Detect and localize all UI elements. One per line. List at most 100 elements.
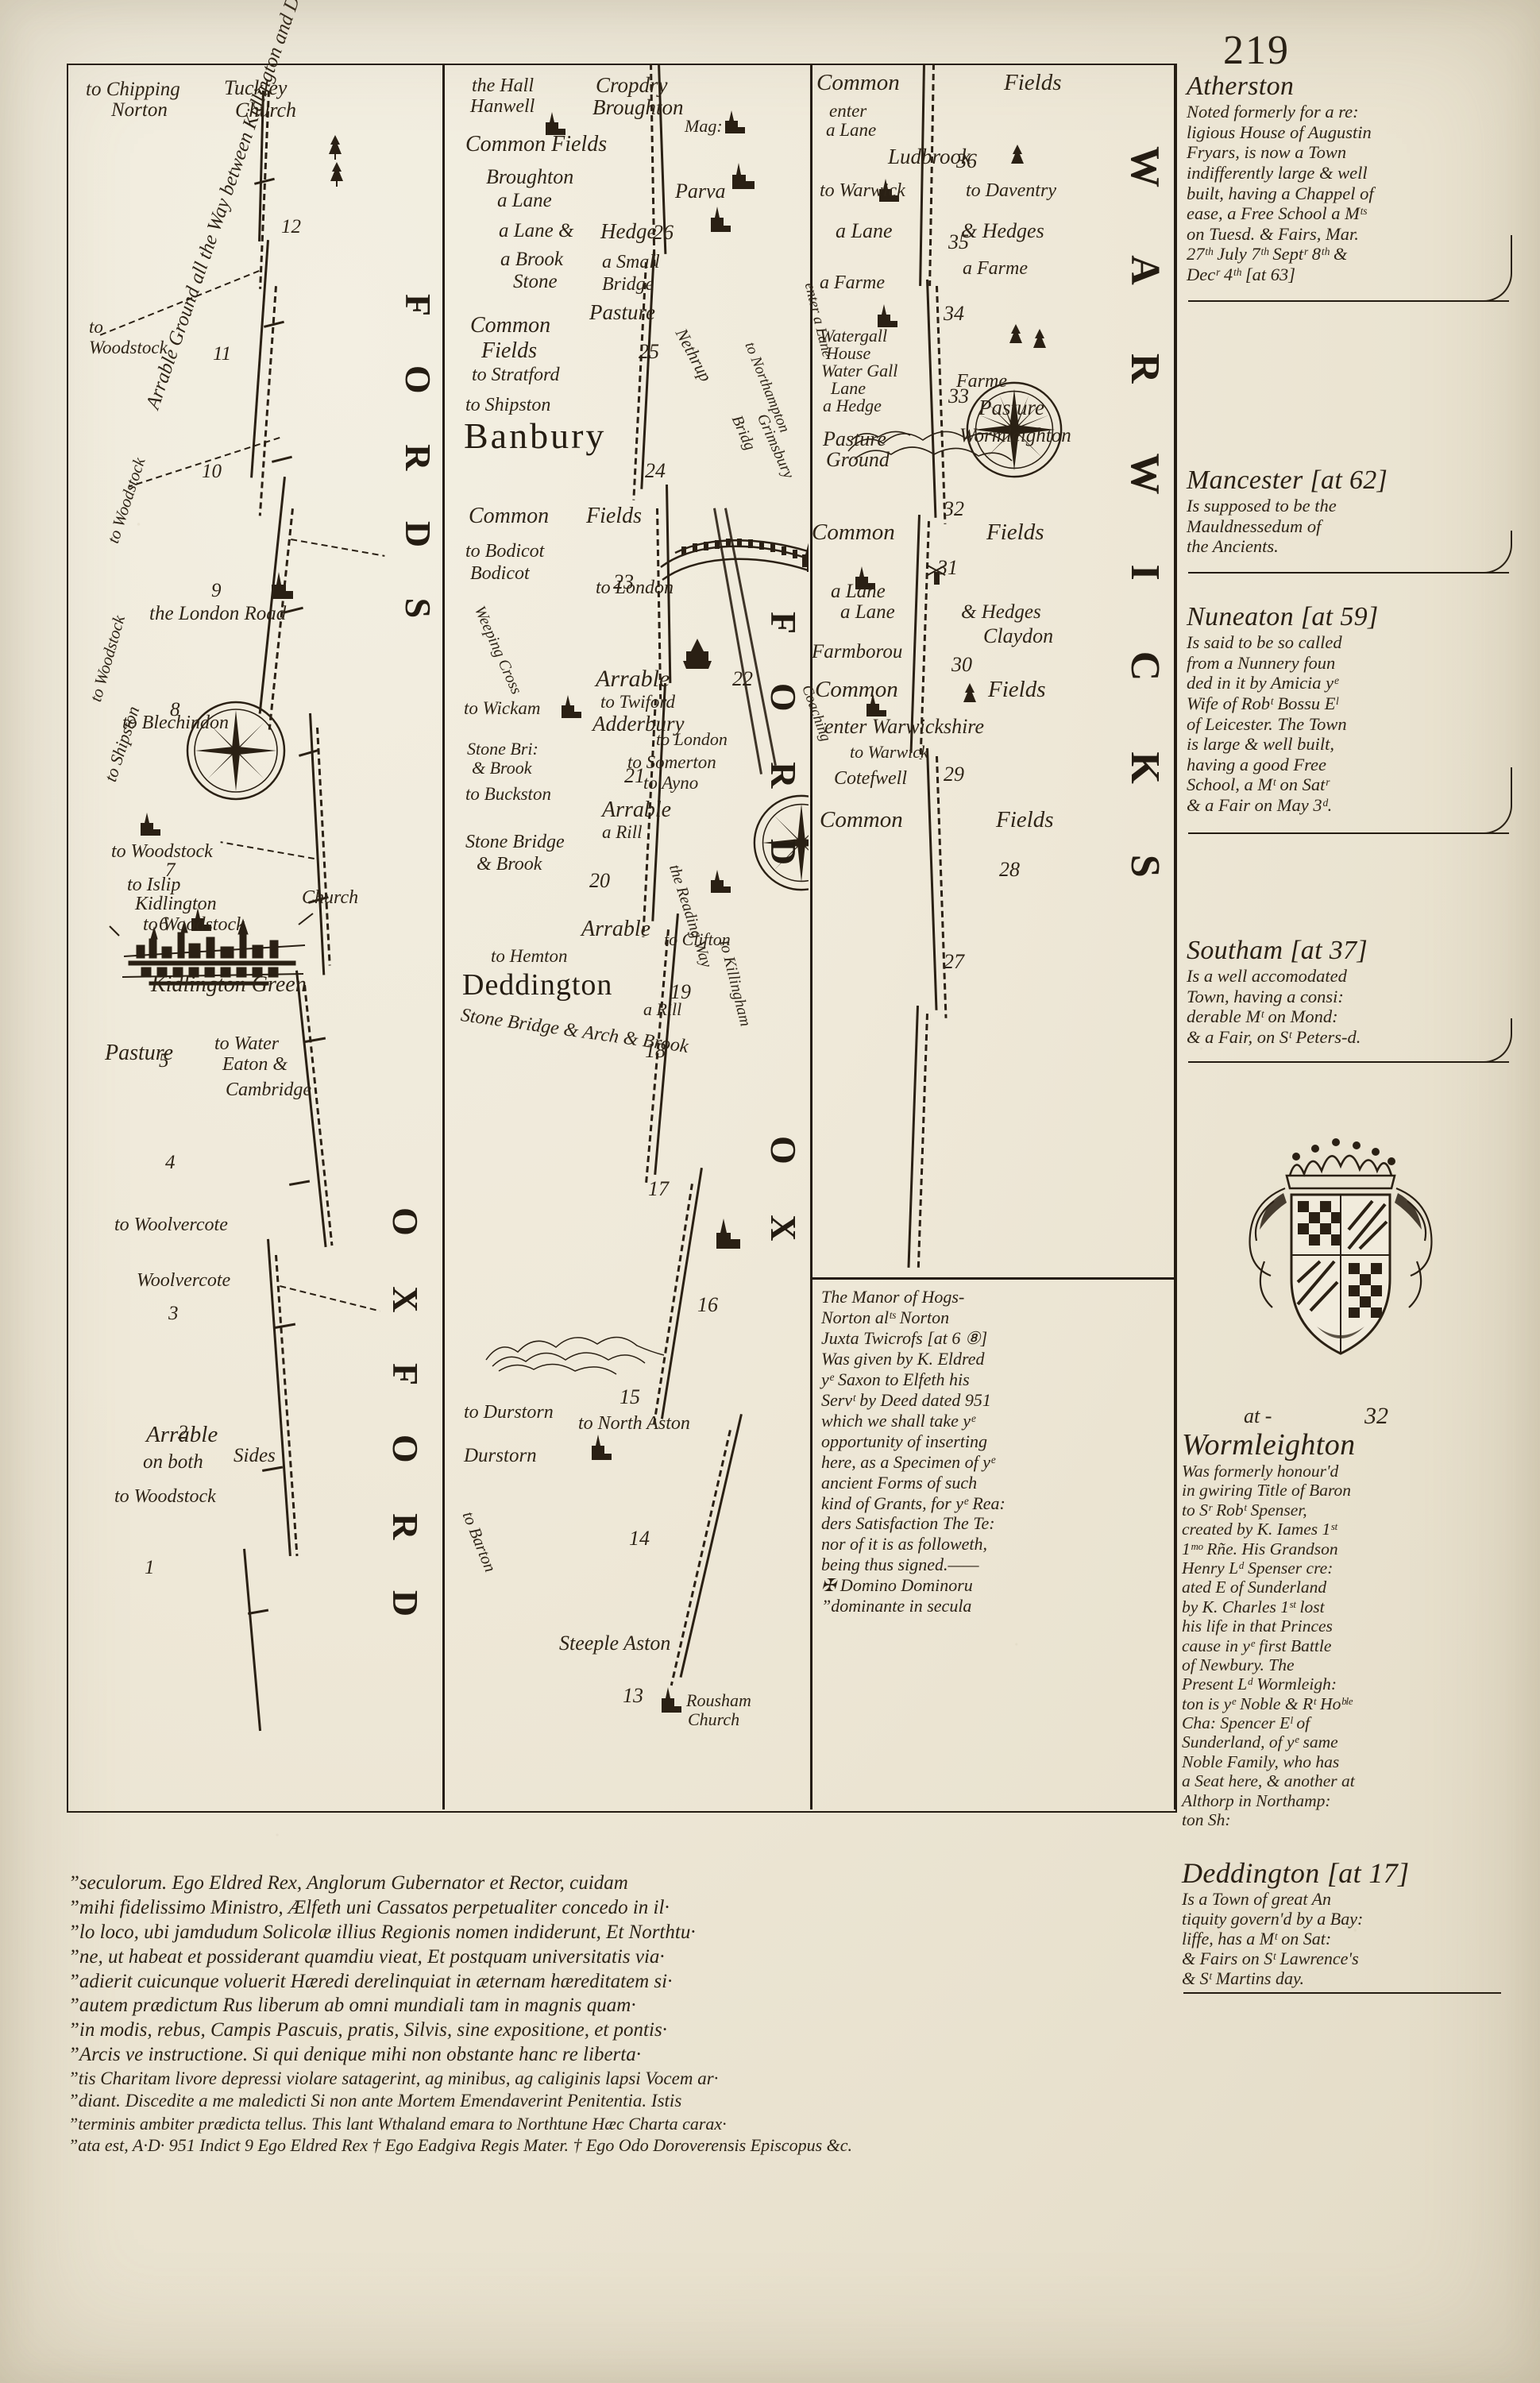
gaz-line: Sunderland, of yᵉ same — [1182, 1732, 1338, 1752]
church-icon-ludbrook — [875, 176, 902, 205]
church-icon-cotefwell — [863, 691, 890, 720]
label-watergall: Watergall — [820, 326, 888, 346]
gaz-line: of Leicester. The Town — [1187, 713, 1347, 734]
label-a-farme: a Farme — [820, 272, 885, 293]
label-hedge: Hedge — [600, 219, 657, 243]
label-lane-wg: Lane — [831, 378, 866, 398]
road-dashed-strip3-a — [928, 64, 935, 287]
gaz-line: & a Fair, on Sᵗ Peters-d. — [1187, 1026, 1361, 1047]
label-common-s3d: Common — [820, 807, 903, 832]
note-line: yᵉ Saxon to Elfeth his — [821, 1369, 970, 1389]
label-common-fields-s2: Common Fields — [465, 132, 608, 156]
church-icon-kidlington — [267, 570, 295, 602]
milepost-6: 6 — [159, 913, 169, 935]
label-farmborou: Farmborou — [812, 641, 903, 662]
milepost-14: 14 — [629, 1527, 650, 1550]
milepost-27: 27 — [944, 950, 964, 973]
road-main-strip2-f — [660, 1168, 703, 1419]
label-banbury: Banbury — [464, 415, 607, 456]
gazetteer-rule-2 — [1188, 572, 1509, 574]
label-the-london-road: the London Road — [149, 603, 287, 624]
milestone-tick — [262, 1466, 284, 1472]
label-pasture: Pasture — [105, 1041, 174, 1065]
label-common-s3: Common — [816, 70, 900, 95]
gaz-line: Wife of Robᵗ Bossu Eˡ — [1187, 693, 1338, 713]
gaz-line: on Tuesd. & Fairs, Mar. — [1187, 223, 1359, 244]
label-hedges-s3b: & Hedges — [961, 601, 1041, 623]
label-a-lane-s3c: a Lane — [831, 581, 886, 602]
note-line: ”dominante in secula — [821, 1596, 972, 1616]
church-icon-deddington — [712, 1217, 743, 1252]
gaz-line: Is a Town of great An — [1182, 1889, 1332, 1909]
label-fields-s3d: Fields — [996, 807, 1054, 832]
gaz-line: tiquity govern'd by a Bay: — [1182, 1909, 1364, 1929]
gazetteer-body: Is a Town of great An tiquity govern'd b… — [1182, 1889, 1540, 1988]
note-line: The Manor of Hogs- — [821, 1287, 965, 1307]
charter-line: ”tis Charitam livore depressi violare sa… — [68, 2068, 719, 2088]
label-farme-s3: Farme — [956, 371, 1007, 392]
milepost-24: 24 — [645, 459, 666, 482]
gaz-line: Althorp in Northamp: — [1182, 1790, 1331, 1810]
gaz-line: created by K. Iames 1ˢᵗ — [1182, 1520, 1337, 1539]
gaz-line: ton is yᵉ Noble & Rᵗ Hoᵇˡᵉ — [1182, 1694, 1353, 1713]
road-main-strip1-g — [243, 1548, 262, 1732]
road-main-strip1-e — [295, 970, 327, 1248]
label-broughton-mag: Broughton — [592, 95, 684, 119]
gaz-line: the Ancients. — [1187, 536, 1279, 557]
church-icon-adderbury — [707, 867, 734, 896]
crest-marker-32: 32 — [1364, 1403, 1388, 1429]
label-adderbury: Adderbury — [592, 712, 685, 736]
milepost-31: 31 — [937, 556, 958, 579]
gazetteer-entry-southam: Southam [at 37] Is a well accomodated To… — [1187, 937, 1540, 1048]
gaz-line: Town, having a consi: — [1187, 986, 1344, 1006]
charter-line: ”in modis, rebus, Campis Pascuis, pratis… — [68, 2019, 667, 2041]
gazetteer-entry-deddington: Deddington [at 17] Is a Town of great An… — [1182, 1859, 1540, 1988]
milepost-34: 34 — [944, 302, 964, 325]
gazetteer-body: Was formerly honour'd in gwiring Title o… — [1182, 1462, 1540, 1829]
label-eaton: Eaton & — [222, 1054, 288, 1075]
gaz-line: of Newbury. The — [1182, 1655, 1295, 1674]
note-line: Was given by K. Eldred — [821, 1348, 985, 1369]
gaz-line: Cha: Spencer Eˡ of — [1182, 1713, 1310, 1733]
label-hanwell: Hanwell — [470, 96, 535, 117]
note-line: Juxta Twicrofs [at 6 ⑧] — [821, 1327, 988, 1348]
label-rousham-church: Church — [688, 1709, 740, 1729]
gazetteer-body: Is supposed to be the Mauldnessedum of t… — [1187, 496, 1540, 557]
gaz-line: is large & well built, — [1187, 734, 1335, 755]
tree-icon — [329, 160, 345, 187]
note-line: which we shall take yᵉ — [821, 1410, 975, 1431]
gaz-line: in gwiring Title of Baron — [1182, 1481, 1352, 1500]
tree-icon-wormleighton-b — [1031, 327, 1048, 353]
note-line: ders Satisfaction The Te: — [821, 1513, 995, 1534]
gazetteer-heading: Deddington [at 17] — [1182, 1857, 1410, 1889]
gaz-line: having a good Free — [1187, 754, 1327, 774]
tree-icon-wormleighton — [1007, 322, 1025, 348]
church-icon-cropdry — [721, 108, 748, 137]
label-ludbrook: Ludbrook — [888, 145, 971, 168]
milepost-30: 30 — [951, 653, 972, 676]
county-label-ox: O X — [763, 1136, 804, 1262]
label-to-blechindon: to Blechindon — [122, 713, 229, 733]
label-tuckley: Tuckley — [224, 76, 288, 99]
gazetteer-rule-4 — [1188, 1061, 1509, 1063]
milepost-19: 19 — [670, 980, 691, 1003]
label-arrable-s2: Arrable — [596, 666, 670, 692]
gaz-line: indifferently large & well — [1187, 162, 1368, 183]
milepost-1: 1 — [145, 1557, 155, 1578]
milestone-tick — [305, 1037, 326, 1043]
gaz-line: liffe, has a Mᵗ on Sat: — [1182, 1929, 1332, 1949]
gaz-line: 27ᵗʰ July 7ᵗʰ Septʳ 8ᵗʰ & — [1187, 244, 1348, 265]
milepost-23: 23 — [613, 570, 634, 593]
label-water-gall: Water Gall — [821, 361, 898, 380]
strip-divider-2 — [810, 64, 812, 1809]
label-to-london-s2: to London — [596, 577, 674, 598]
milepost-10: 10 — [202, 461, 222, 482]
county-label-warwicks: W A R W I C K S — [1122, 146, 1168, 908]
label-to-durstorn: to Durstorn — [464, 1402, 554, 1423]
label-to-daventry: to Daventry — [966, 180, 1056, 201]
label-kidlington: Kidlington — [135, 894, 217, 914]
gaz-line: Fryars, is now a Town — [1187, 142, 1347, 163]
label-pasture-s2: Pasture — [589, 300, 655, 324]
page-number: 219 — [1223, 28, 1290, 73]
road-dashed-strip1-e — [303, 984, 334, 1246]
